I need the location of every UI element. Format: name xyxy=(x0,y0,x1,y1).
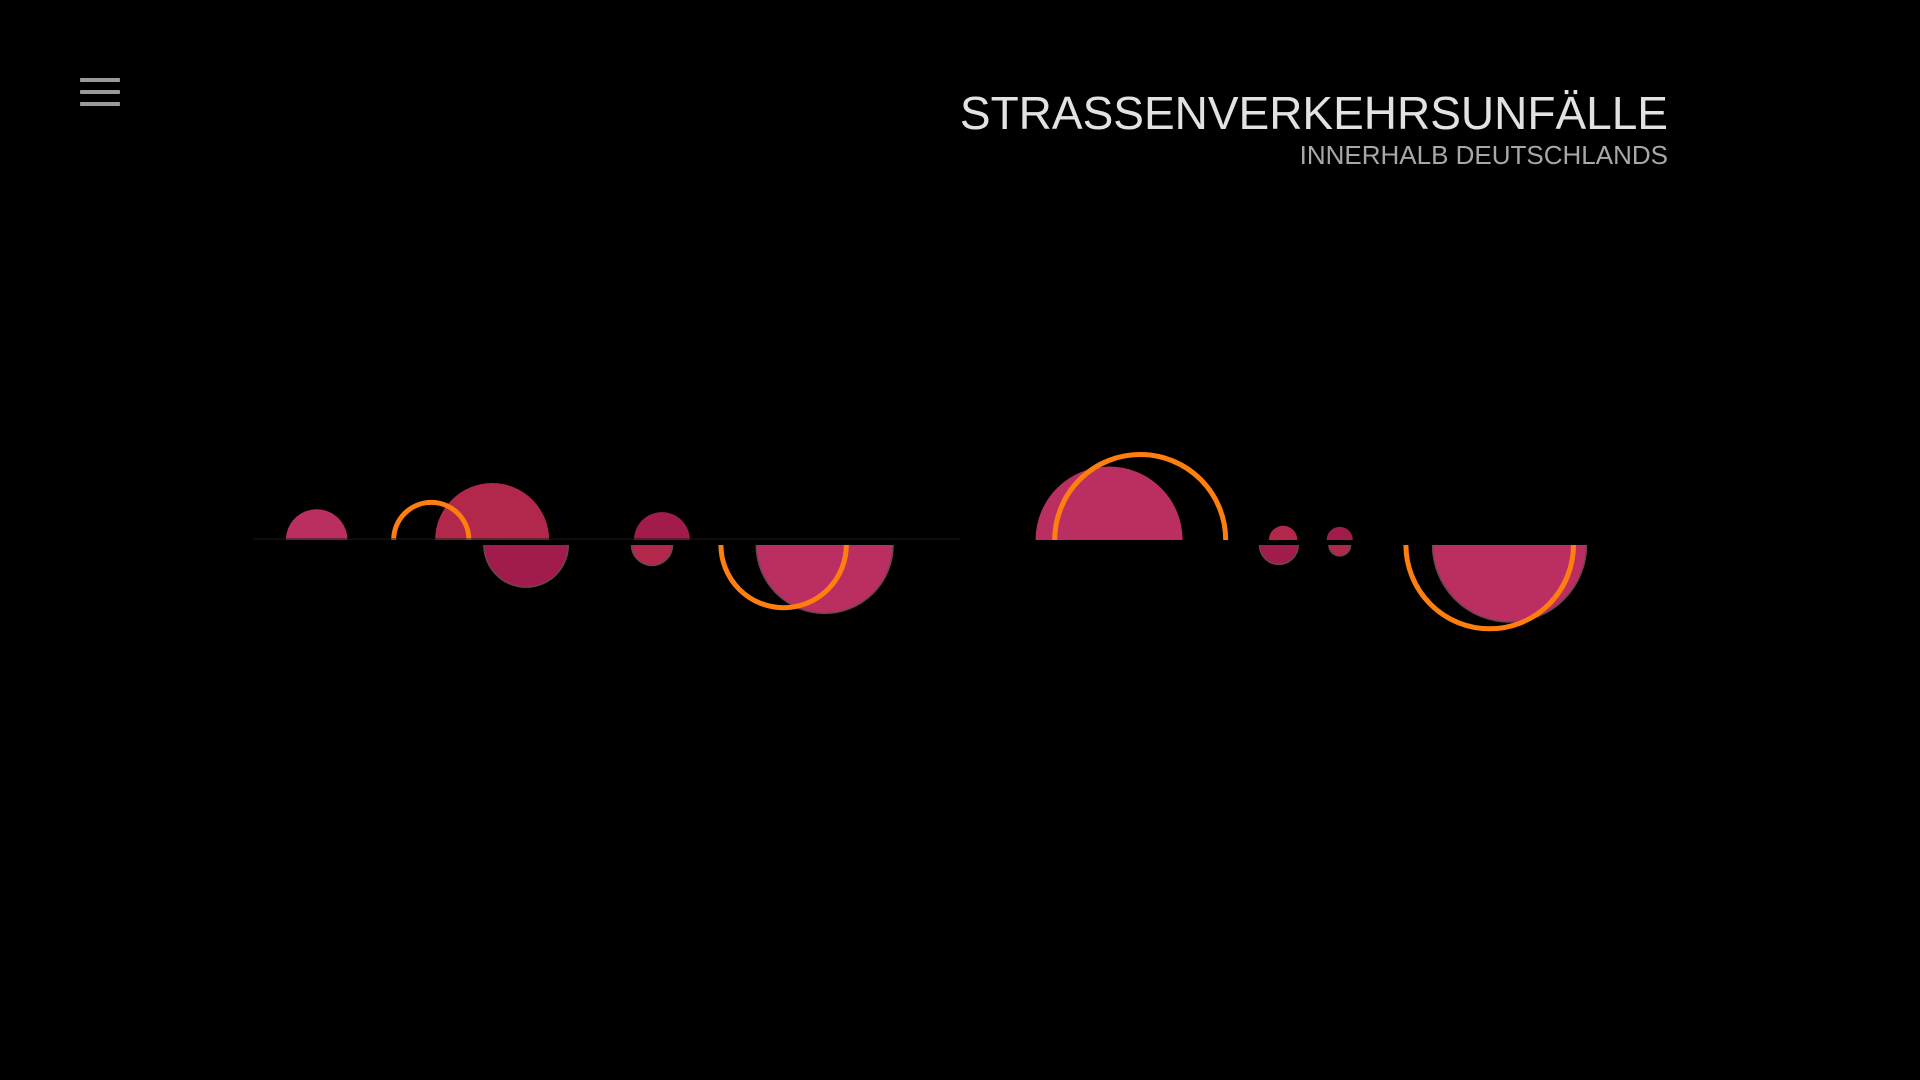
upper-outline-ring xyxy=(1052,452,1229,540)
upper-outline-rings xyxy=(391,452,1229,540)
lower-bubble xyxy=(1328,545,1352,557)
lower-semicircles xyxy=(483,545,1588,623)
lower-outline-rings xyxy=(718,545,1576,632)
menu-bar xyxy=(80,90,120,94)
lower-bubble xyxy=(483,545,570,588)
page-subtitle: INNERHALB DEUTSCHLANDS xyxy=(1299,140,1668,170)
header: STRASSENVERKEHRSUNFÄLLE INNERHALB DEUTSC… xyxy=(960,86,1668,170)
menu-bar xyxy=(80,78,120,82)
upper-bubble xyxy=(634,512,690,540)
upper-bubble xyxy=(1035,466,1183,540)
lower-bubble xyxy=(1431,545,1588,623)
menu-bar xyxy=(80,102,120,106)
upper-bubble xyxy=(285,509,348,540)
lower-outline-ring xyxy=(718,545,849,611)
lower-bubble xyxy=(630,545,674,567)
lower-outline-ring xyxy=(1403,545,1576,632)
upper-bubble xyxy=(1326,526,1353,540)
lower-bubble xyxy=(1258,545,1299,566)
page-title: STRASSENVERKEHRSUNFÄLLE xyxy=(959,87,1668,139)
hamburger-menu-icon[interactable] xyxy=(72,70,124,116)
upper-bubble xyxy=(1268,525,1298,540)
upper-outline-ring xyxy=(391,499,472,540)
lower-bubble xyxy=(755,545,894,615)
